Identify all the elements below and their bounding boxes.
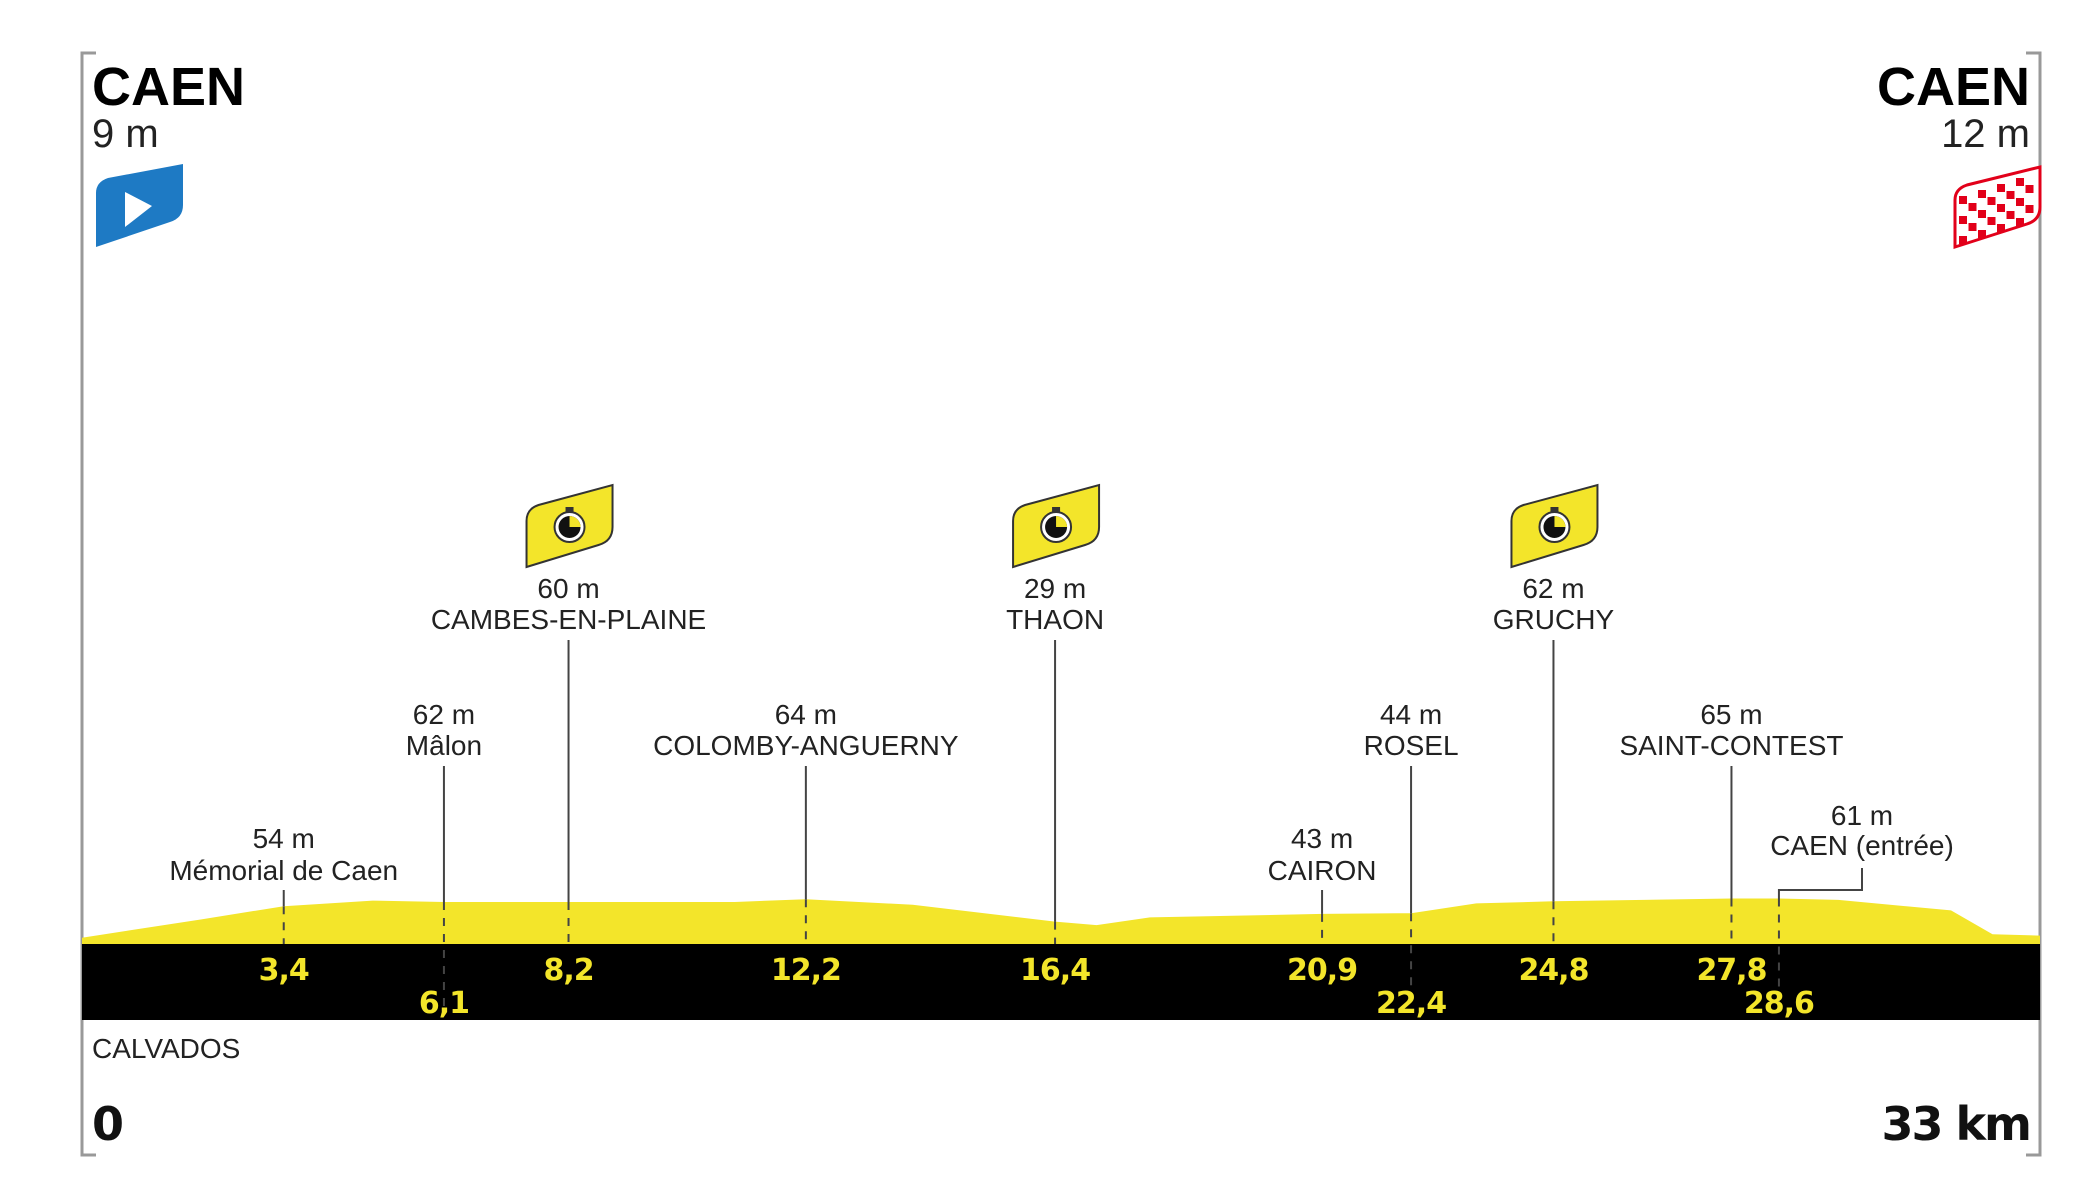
start-city: CAEN [92, 57, 245, 117]
km-label: 3,4 [259, 953, 309, 988]
waypoint-altitude: 43 m [1291, 823, 1353, 854]
waypoint-altitude: 62 m [413, 699, 475, 730]
waypoint-name: CAMBES-EN-PLAINE [431, 604, 706, 635]
frame-left [80, 51, 96, 1157]
waypoint-altitude: 61 m [1831, 800, 1893, 831]
waypoint-name: GRUCHY [1493, 604, 1615, 635]
finish-flag-icon [1953, 165, 2042, 250]
finish-altitude: 12 m [1941, 112, 2030, 156]
waypoint-name: SAINT-CONTEST [1619, 730, 1843, 761]
km-label: 20,9 [1287, 953, 1357, 988]
stopwatch-icon [525, 483, 614, 569]
km-label: 28,6 [1744, 986, 1814, 1021]
stopwatch-icon [1510, 483, 1599, 569]
region-label: CALVADOS [92, 1033, 240, 1064]
frame-right [2026, 51, 2042, 1157]
waypoint-name: THAON [1006, 604, 1104, 635]
km-label: 16,4 [1020, 953, 1090, 988]
finish-city: CAEN [1877, 57, 2030, 117]
km-label: 22,4 [1376, 986, 1446, 1021]
km-label: 27,8 [1696, 953, 1766, 988]
distance-start-label: 0 [92, 1097, 122, 1151]
waypoint-altitude: 62 m [1522, 573, 1584, 604]
km-label: 8,2 [543, 953, 593, 988]
distance-band [82, 944, 2040, 1020]
km-label: 12,2 [771, 953, 841, 988]
km-label: 6,1 [419, 986, 469, 1021]
start-flag-icon [96, 164, 183, 247]
waypoint-name: ROSEL [1364, 730, 1459, 761]
waypoint-altitude: 64 m [775, 699, 837, 730]
waypoint-name: Mâlon [406, 730, 482, 761]
waypoint-altitude: 65 m [1700, 699, 1762, 730]
start-altitude: 9 m [92, 112, 159, 156]
waypoint-name: CAIRON [1268, 855, 1377, 886]
waypoint-altitude: 54 m [253, 823, 315, 854]
waypoint-altitude: 44 m [1380, 699, 1442, 730]
waypoint-name: COLOMBY-ANGUERNY [653, 730, 959, 761]
waypoint-altitude: 60 m [537, 573, 599, 604]
waypoint-name: Mémorial de Caen [169, 855, 398, 886]
waypoint-altitude: 29 m [1024, 573, 1086, 604]
elevation-profile-area [82, 898, 2040, 944]
leader-line [1777, 868, 1863, 899]
waypoint-name: CAEN (entrée) [1770, 830, 1954, 861]
distance-end-label: 33 km [1881, 1097, 2030, 1151]
km-label: 24,8 [1518, 953, 1588, 988]
stopwatch-icon [1012, 483, 1101, 569]
